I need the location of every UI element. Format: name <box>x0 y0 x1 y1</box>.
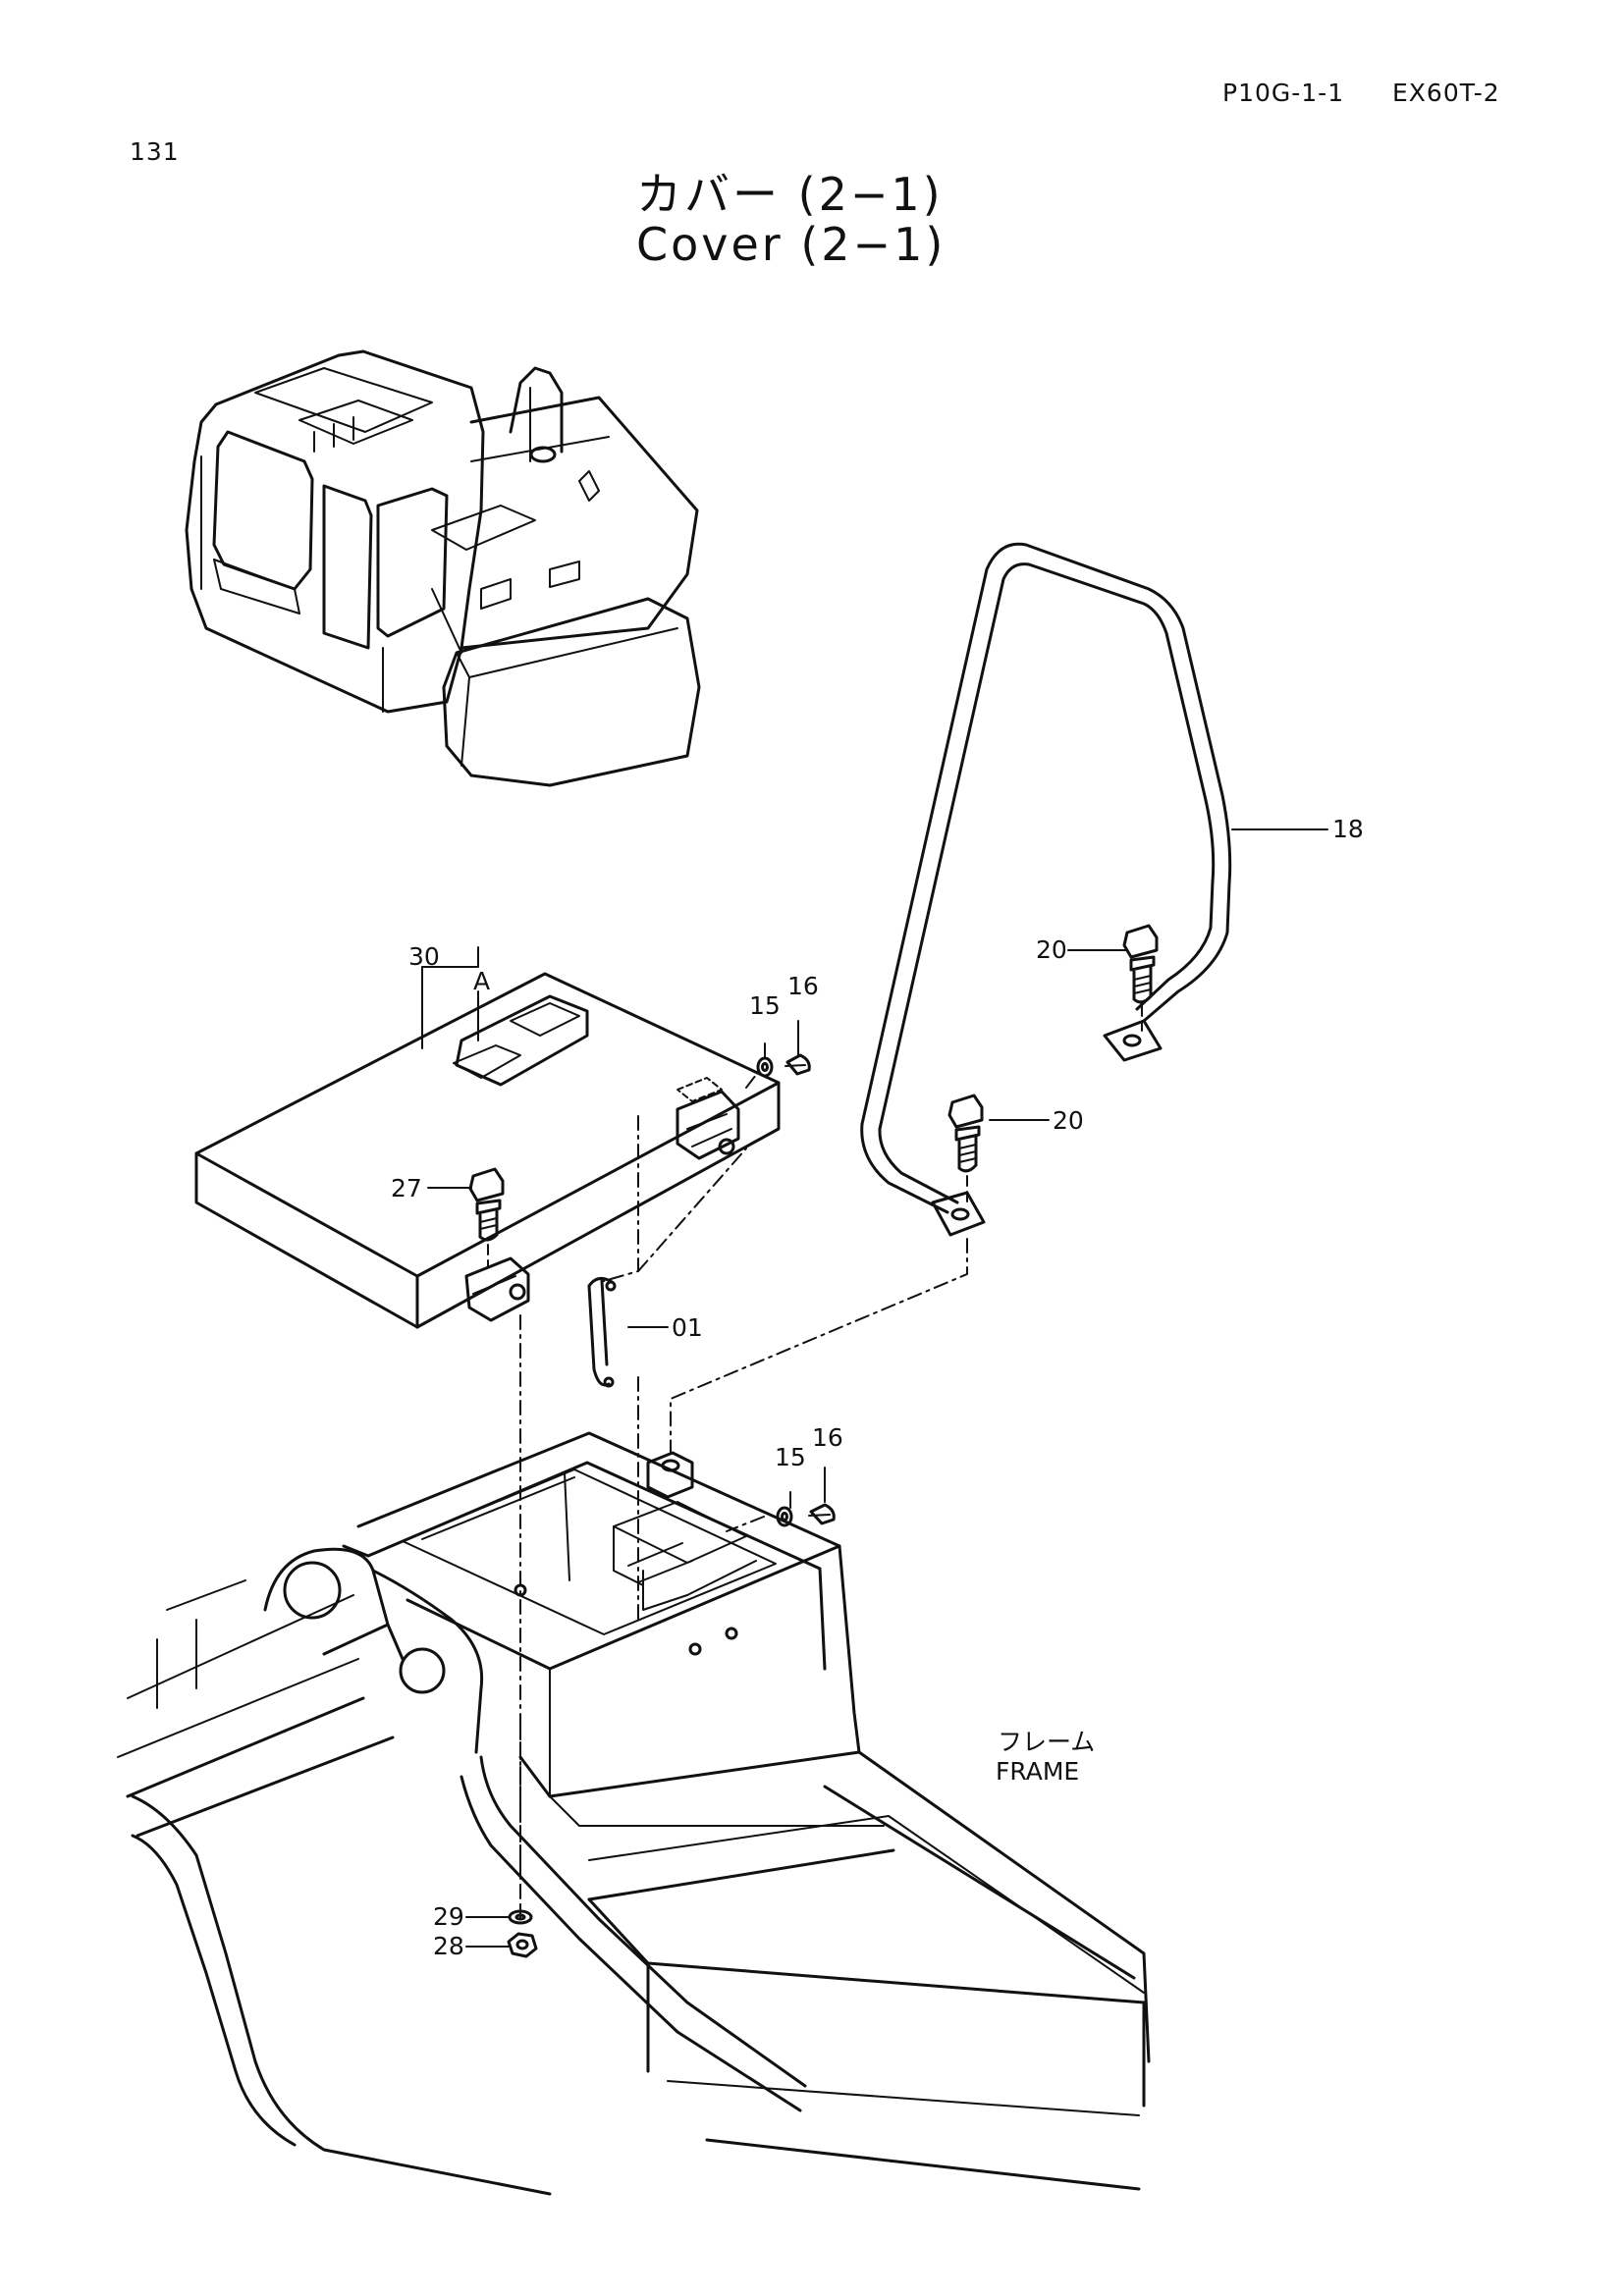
machine-overview <box>185 349 701 787</box>
nut-28 <box>507 1932 538 1958</box>
figure-code: P10G-1-1 <box>1222 79 1345 107</box>
frame-label-english: FRAME <box>996 1757 1080 1786</box>
callout-27: 27 <box>391 1174 422 1202</box>
callout-20-lower: 20 <box>1053 1106 1084 1135</box>
leader-lines <box>421 828 1328 1948</box>
page-number: 131 <box>130 137 180 166</box>
washer-15-upper <box>756 1056 774 1078</box>
pin-16-lower <box>808 1503 836 1525</box>
bolt-20-lower <box>947 1094 984 1203</box>
callout-A: A <box>473 967 491 995</box>
bolt-20-upper <box>1122 924 1159 1032</box>
callout-16-upper: 16 <box>787 972 819 1000</box>
alignment-lines <box>519 1074 968 1918</box>
callout-16-lower: 16 <box>812 1423 843 1452</box>
callout-15-upper: 15 <box>749 991 781 1020</box>
callout-30: 30 <box>408 942 440 971</box>
callout-01: 01 <box>672 1313 703 1342</box>
callout-18: 18 <box>1332 815 1364 843</box>
bolt-27 <box>468 1167 505 1267</box>
frame <box>117 1431 1151 2196</box>
callout-20-upper: 20 <box>1036 935 1067 964</box>
callout-15-lower: 15 <box>775 1443 806 1471</box>
washer-15-lower <box>776 1506 793 1527</box>
title-japanese: カバー (2−1) <box>636 168 944 221</box>
pin-16-upper <box>784 1053 811 1076</box>
model-code: EX60T-2 <box>1392 79 1500 107</box>
callout-28: 28 <box>433 1932 464 1960</box>
title-english: Cover (2−1) <box>636 218 947 271</box>
frame-label-japanese: フレーム <box>998 1728 1096 1756</box>
callout-29: 29 <box>433 1902 464 1931</box>
cover-plate-part-30 <box>194 972 781 1329</box>
latch-rod-part-01 <box>587 1276 617 1388</box>
handrail-part-18 <box>860 542 1232 1237</box>
